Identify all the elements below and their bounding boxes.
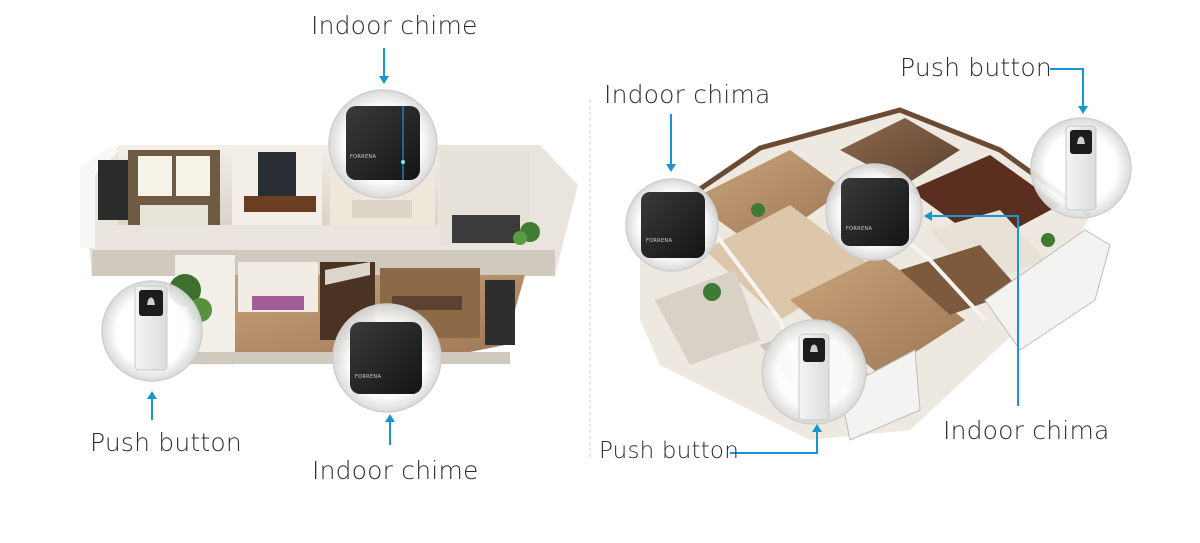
- label-left-push-button: Push button: [90, 428, 242, 457]
- label-left-top-chime: Indoor chime: [311, 11, 478, 40]
- label-right-top-right-button: Push button: [900, 53, 1052, 82]
- left-push-button-bubble: [101, 280, 203, 382]
- label-left-bottom-chime: Indoor chime: [312, 456, 479, 485]
- label-right-top-left-chime: Indoor chima: [604, 80, 771, 109]
- left-bottom-chime-bubble: FORRENA: [332, 303, 442, 413]
- svg-text:FORRENA: FORRENA: [846, 226, 872, 232]
- right-top-left-chime-bubble: FORRENA: [625, 178, 719, 272]
- left-top-chime-bubble: FORRENA: [328, 89, 438, 199]
- arrow-right-top-right-button: [1050, 68, 1084, 108]
- label-right-bottom-button: Push button: [599, 438, 739, 464]
- right-apartment-illustration: [638, 107, 1111, 441]
- arrow-right-bottom-button: [730, 430, 818, 454]
- right-bottom-push-button-bubble: [761, 319, 867, 425]
- svg-text:FORRENA: FORRENA: [646, 238, 672, 244]
- svg-text:FORRENA: FORRENA: [355, 374, 381, 380]
- svg-text:FORRENA: FORRENA: [350, 154, 376, 160]
- arrow-right-center-chime: [930, 215, 1019, 406]
- connector-lines: [147, 48, 1088, 454]
- label-right-bottom-chime: Indoor chima: [943, 416, 1110, 445]
- right-top-right-push-button-bubble: [1030, 117, 1132, 219]
- right-center-chime-bubble: FORRENA: [825, 163, 923, 261]
